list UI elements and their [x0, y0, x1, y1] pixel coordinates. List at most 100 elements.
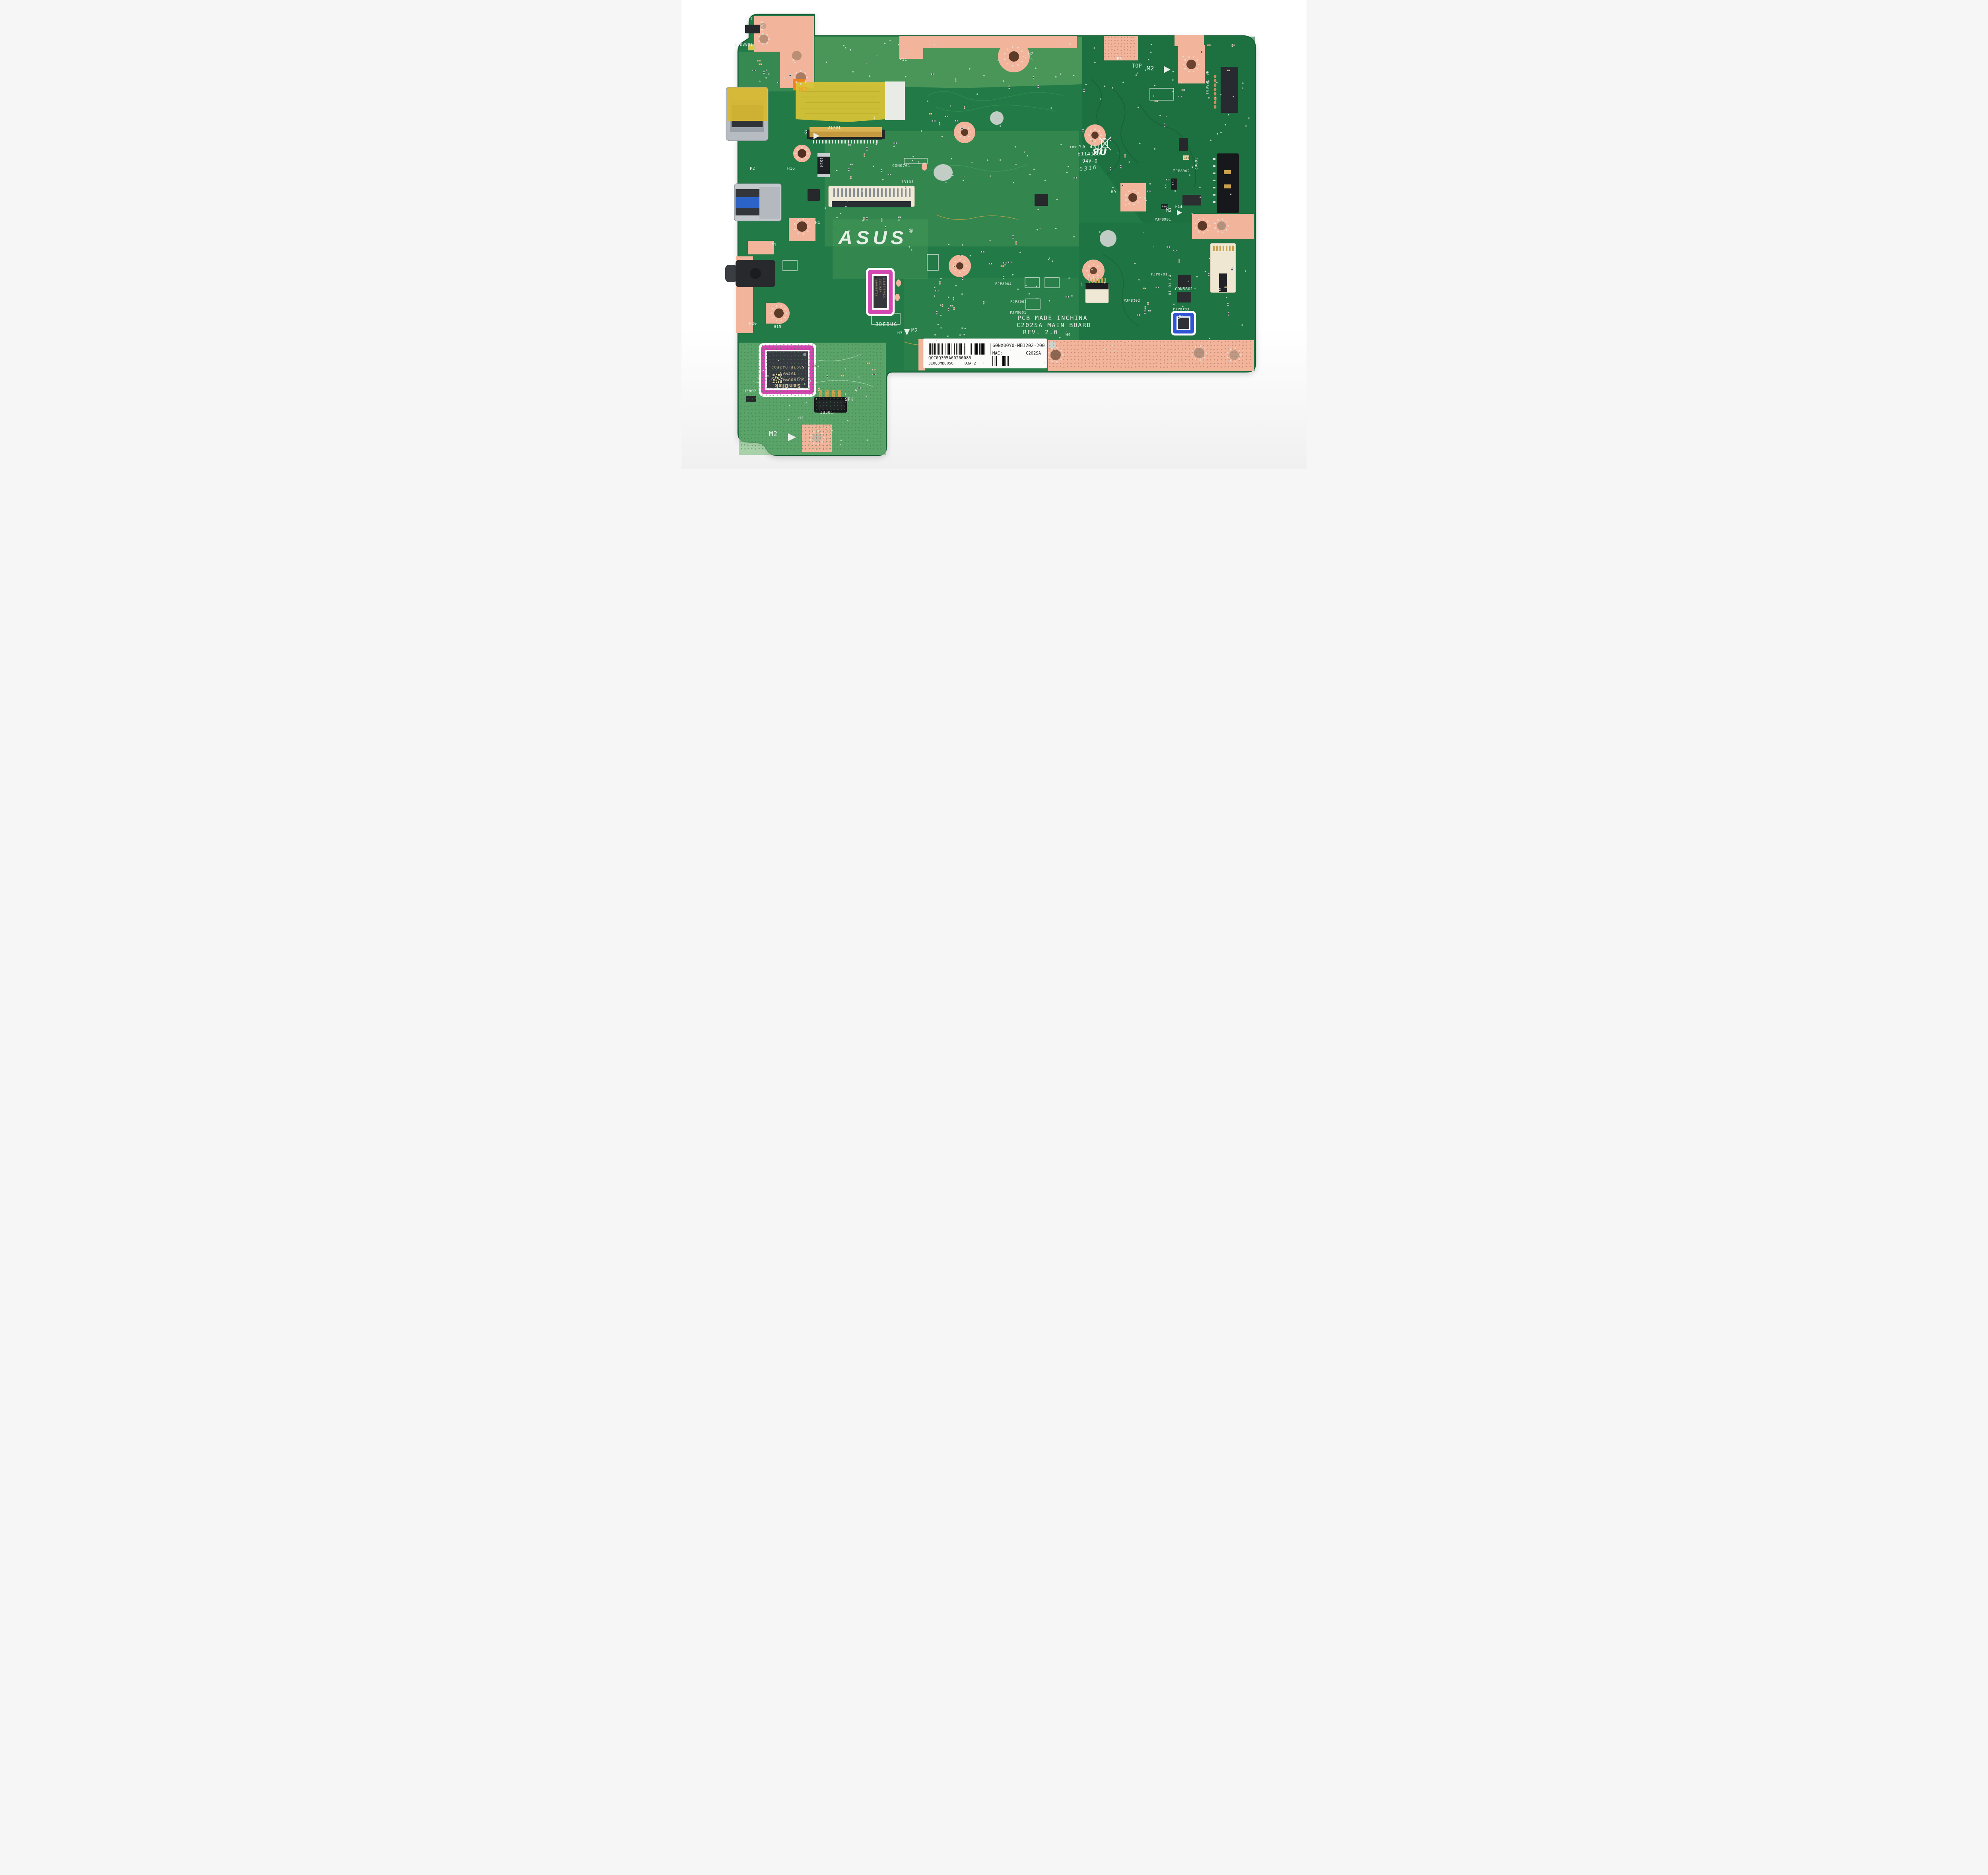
silk-h1: H1 — [815, 221, 821, 225]
silk-p2: P2 — [750, 167, 755, 171]
tpm-marking-line3: 11ZA527379IA1 — [883, 277, 885, 299]
silk-p1: P1 — [771, 243, 777, 247]
res-r01 — [1171, 178, 1177, 190]
silk-pjp8702: PJP8702 — [1124, 299, 1140, 303]
silk-m2-tape: M2 — [799, 86, 808, 94]
ti-chip — [808, 189, 820, 201]
origin-line2: C202SA MAIN BOARD — [1017, 322, 1091, 329]
arrow-g — [813, 133, 819, 139]
silk-h9: H9 — [1111, 190, 1116, 194]
kapton-tape — [796, 81, 905, 122]
tpm-marking-line2: G1529KIV — [879, 279, 881, 292]
cert-flammability: 94V-0 — [1082, 158, 1098, 164]
asus-logo: ASUS — [838, 227, 907, 248]
sticker-batch: 310Q3MB0050 — [928, 361, 953, 366]
audio-jack — [725, 260, 775, 287]
origin-line3: REV. 2.0 — [1023, 329, 1058, 336]
lvds-connector-j1701 — [807, 127, 885, 143]
silk-j6002: J6002 — [1194, 157, 1198, 171]
silk-pjp8901: PJP8901 — [1155, 218, 1171, 222]
copper-pads — [736, 16, 1254, 452]
sticker-mac-value: C202SA — [1026, 351, 1041, 356]
res100-marking: 100 — [1184, 156, 1190, 159]
silk-m2-sticker: M2 — [911, 328, 918, 334]
emmc-origin: TAIWAN — [779, 371, 796, 375]
orientation-arrows — [788, 66, 1182, 441]
r01-marking: R01 — [1171, 180, 1175, 186]
silk-jdebug: JDEBUG — [876, 322, 898, 327]
hdmi-port — [726, 79, 805, 141]
motherboard-photo: H17 U3801 LFD3801 M2 J1701 1 G P11 H7 CO… — [681, 0, 1307, 469]
weee-icon — [1099, 136, 1111, 151]
silk-j2902-pin1: 1 — [1081, 283, 1083, 287]
silk-pjp8001: PJP8001 — [1010, 311, 1027, 315]
pad-top-left — [754, 16, 814, 88]
silk-top: TOP — [1132, 63, 1142, 69]
silk-lfd3801: LFD3801 — [735, 43, 753, 47]
pad-p1 — [748, 241, 774, 254]
ffc-connector-con5801 — [1210, 243, 1236, 293]
cert-ul-file: E114139 — [1077, 151, 1101, 157]
tpm-marking-line1: SLB9655TT12 — [875, 278, 878, 297]
silk-con0701: CON0701 — [892, 164, 911, 168]
board-graphic — [725, 14, 1256, 456]
via-dots — [757, 40, 1250, 446]
silk-con5801: CON5801 — [1175, 287, 1193, 291]
sticker-serial: QCC0Q305A60200085 — [928, 356, 971, 361]
pad-top-band — [899, 36, 1077, 48]
silk-u3802: U3802 — [744, 389, 757, 394]
arrow-m2-sticker — [904, 329, 910, 335]
ffc-connector-j2902 — [1085, 278, 1109, 303]
ffc-connector-j3101 — [828, 186, 915, 207]
silk-h14: H14 — [1175, 205, 1182, 209]
blue-box-chip — [1178, 318, 1189, 329]
led-lfd3801 — [748, 44, 755, 50]
silk-m2-top: M2 — [1147, 65, 1155, 72]
emmc-part: SDIN9DW4-16G — [771, 377, 805, 382]
silk-j1701-pin1: 1 — [873, 116, 876, 120]
perforation-grids — [740, 36, 1251, 450]
kapton-on-hdmi — [727, 87, 767, 121]
thermal-putty — [934, 111, 1116, 349]
barcode-main — [929, 343, 990, 355]
silk-h16: H16 — [787, 167, 795, 171]
silk-pjp8004: PJP8004 — [995, 282, 1012, 286]
silk-h7: H7 — [1028, 52, 1034, 56]
silk-jp5001: JP5001 — [1205, 79, 1209, 95]
arrow-m2-bottom — [788, 433, 796, 441]
silk-spk-pin1: 1 — [819, 388, 821, 392]
silk-pjp8701: PJP8701 — [1151, 273, 1168, 277]
highlight-tpm — [866, 268, 895, 316]
p002-marking: P002 — [1162, 205, 1169, 208]
smd-components — [752, 44, 1233, 391]
silkscreen-outlines — [782, 88, 1174, 325]
edge-connector-jp5001 — [1213, 67, 1238, 113]
res-p002 — [1161, 204, 1168, 209]
ics — [745, 25, 1201, 402]
pad-h5-band — [1048, 340, 1254, 371]
pad-con0701-pin1 — [922, 163, 927, 171]
silk-j3101: J3101 — [901, 180, 914, 184]
cert-model: YA-4A19 — [1079, 144, 1105, 149]
fuse-1524 — [817, 153, 830, 177]
cert-tmt: tmt — [1070, 145, 1077, 149]
silk-pjp8902: PJP8902 — [1173, 169, 1190, 173]
silk-j3501: J3501 — [820, 411, 833, 415]
origin-line1: PCB MADE INCHINA — [1017, 314, 1088, 322]
silk-g: G — [804, 130, 808, 136]
silk-j1701: J1701 — [828, 126, 841, 130]
silk-j2902: J2902 — [1087, 277, 1099, 281]
silk-p11: P11 — [899, 58, 907, 62]
arrow-m2-top — [1164, 66, 1171, 73]
silk-p20: P20 — [749, 322, 757, 326]
silk-spk: SPK — [845, 397, 854, 402]
emmc-lot: 5397PL042F92 — [771, 365, 805, 369]
silk-pjp8703: PJP8703 — [1173, 308, 1190, 312]
silk-m2-right: M2 — [1166, 207, 1172, 213]
silk-h17: H17 — [745, 17, 753, 21]
silk-h3: H3 — [897, 331, 903, 335]
silk-mb-to-io: MB TO IO — [1167, 275, 1171, 296]
silk-h6: H6 — [1205, 71, 1209, 76]
ul-recognized-icon: ЯU — [1091, 147, 1107, 157]
white-tape — [885, 81, 905, 120]
